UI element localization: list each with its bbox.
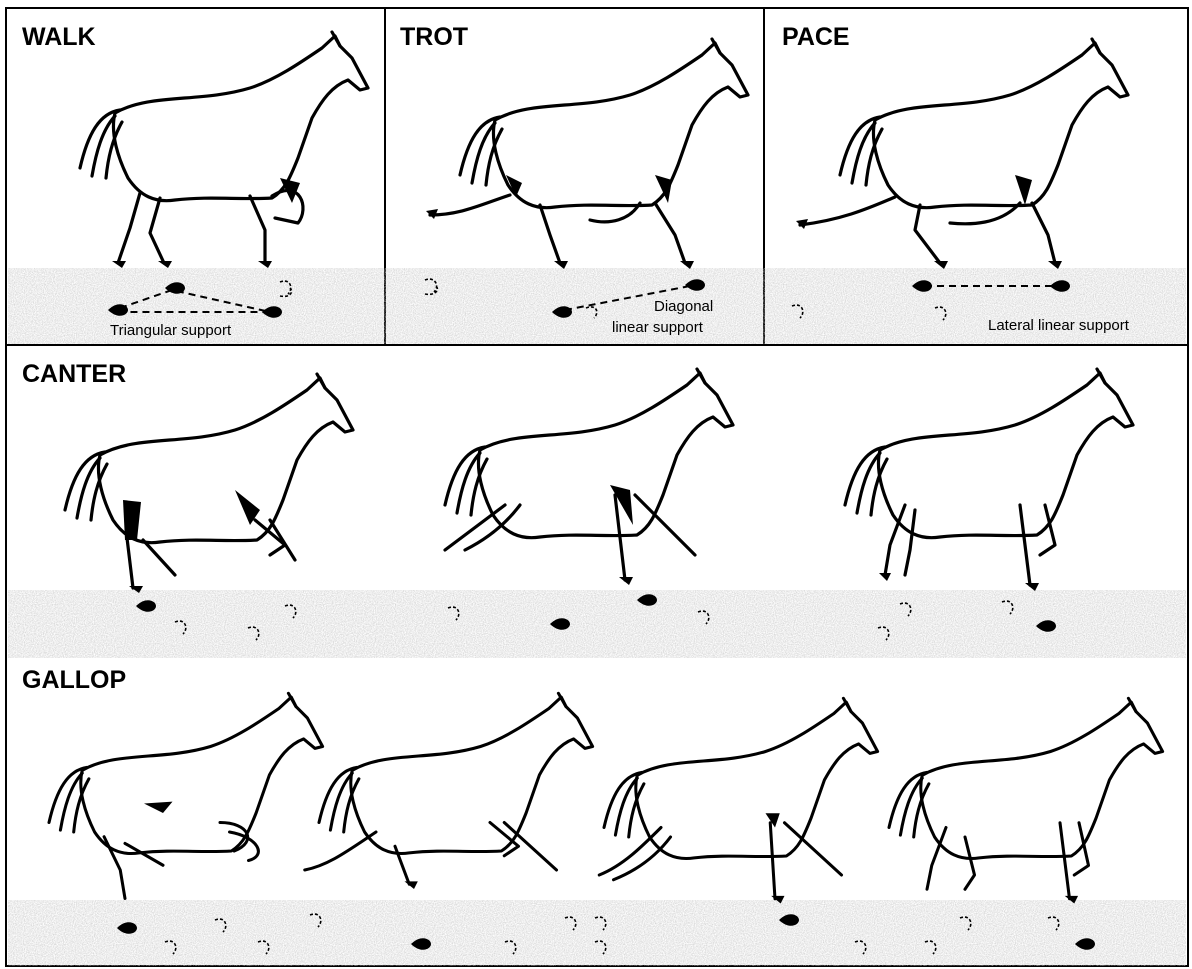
trot-title: TROT — [400, 23, 468, 51]
canter-horse-3 — [845, 369, 1133, 591]
gallop-horse-4 — [889, 698, 1163, 903]
canter-horse-2 — [445, 369, 733, 585]
pace-horse — [796, 39, 1128, 269]
walk-horse — [80, 32, 368, 268]
walk-caption: Triangular support — [110, 322, 232, 339]
pace-caption: Lateral linear support — [988, 317, 1130, 334]
trot-horse — [426, 39, 748, 269]
trot-caption-line2: linear support — [612, 319, 704, 336]
ground-strip-gallop — [8, 900, 1186, 966]
gallop-horse-1 — [49, 693, 323, 898]
pace-title: PACE — [782, 23, 850, 51]
trot-caption-line1: Diagonal — [654, 298, 713, 315]
gallop-horse-2 — [305, 693, 593, 889]
outer-frame — [6, 8, 1188, 966]
canter-title: CANTER — [22, 360, 126, 388]
walk-title: WALK — [22, 23, 96, 51]
canter-horse-1 — [65, 374, 353, 593]
gallop-title: GALLOP — [22, 666, 126, 694]
gallop-horse-3 — [599, 698, 877, 903]
